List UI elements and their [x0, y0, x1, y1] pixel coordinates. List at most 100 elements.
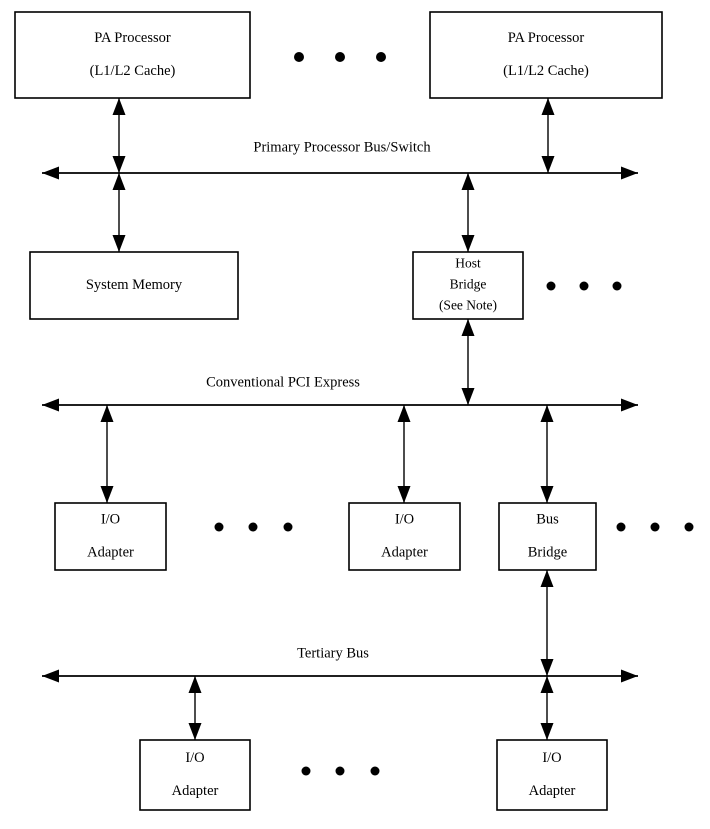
- arrow-head-down: [188, 723, 202, 740]
- host-bridge-label-2: (See Note): [439, 298, 497, 313]
- arrow-head-up: [540, 676, 554, 693]
- arrow-head-up: [112, 173, 126, 190]
- conn-pa-right-to-primary-bus: [541, 98, 555, 173]
- arrow-head-right: [621, 166, 638, 180]
- arrow-head-up: [541, 98, 555, 115]
- conn-tertiary-bus-to-io-adapter-1: [188, 676, 202, 740]
- tertiary-bus-label: Tertiary Bus: [297, 645, 369, 661]
- io-adapter-pci-2-label-1: Adapter: [381, 544, 428, 560]
- arrow-head-down: [540, 723, 554, 740]
- io-adapter-tertiary-2-label-0: I/O: [542, 750, 561, 766]
- arrow-head-down: [461, 235, 475, 252]
- arrow-head-left: [42, 398, 59, 412]
- io-adapter-tertiary-2-label-1: Adapter: [529, 783, 576, 799]
- arrow-head-down: [100, 486, 114, 503]
- ellipsis-tertiary-adapters-dot-2: [370, 766, 380, 776]
- ellipsis-processors-dot-0: [294, 52, 304, 62]
- ellipsis-bus-bridges-dot-0: [616, 522, 626, 532]
- conn-pci-bus-to-io-adapter-2: [397, 405, 411, 503]
- pa-processor-left[interactable]: PA Processor (L1/L2 Cache): [14, 11, 251, 99]
- arrow-head-left: [42, 166, 59, 180]
- conn-bus-bridge-to-tertiary-bus: [540, 570, 554, 676]
- arrow-head-right: [621, 398, 638, 412]
- io-adapter-pci-1-label-0: I/O: [101, 511, 120, 527]
- io-adapter-pci-2-box[interactable]: [348, 502, 461, 571]
- arrow-head-down: [541, 156, 555, 173]
- host-bridge-label-0: Host: [455, 256, 481, 271]
- pa-processor-left-box[interactable]: [14, 11, 251, 99]
- arrow-head-up: [540, 405, 554, 422]
- arrow-head-down: [540, 486, 554, 503]
- ellipsis-processors: [294, 52, 386, 62]
- arrow-head-up: [461, 173, 475, 190]
- io-adapter-pci-1-label-1: Adapter: [87, 544, 134, 560]
- arrow-head-down: [461, 388, 475, 405]
- io-adapter-tertiary-2[interactable]: I/O Adapter: [496, 739, 608, 811]
- host-bridge-label-1: Bridge: [450, 277, 487, 292]
- io-adapter-tertiary-1-label-0: I/O: [185, 750, 204, 766]
- bus-label-layer: Primary Processor Bus/SwitchConventional…: [206, 139, 431, 661]
- bus-bridge-label-0: Bus: [536, 511, 559, 527]
- bus-bridge-label-1: Bridge: [528, 544, 567, 560]
- arrow-head-up: [397, 405, 411, 422]
- pa-processor-right[interactable]: PA Processor (L1/L2 Cache): [429, 11, 663, 99]
- conn-primary-bus-to-system-memory: [112, 173, 126, 252]
- system-memory[interactable]: System Memory: [29, 251, 239, 320]
- pa-processor-left-label-1: (L1/L2 Cache): [90, 63, 176, 79]
- arrow-head-up: [100, 405, 114, 422]
- ellipsis-pci-adapters-dot-0: [214, 522, 224, 532]
- io-adapter-tertiary-1-box[interactable]: [139, 739, 251, 811]
- io-adapter-pci-2-label-0: I/O: [395, 511, 414, 527]
- ellipsis-host-bridges-dot-2: [612, 281, 622, 291]
- conn-pa-left-to-primary-bus: [112, 98, 126, 173]
- pa-processor-right-label-0: PA Processor: [508, 30, 585, 46]
- bus-bridge-box[interactable]: [498, 502, 597, 571]
- system-memory-box[interactable]: [29, 251, 239, 320]
- system-memory-label-0: System Memory: [86, 277, 183, 293]
- ellipsis-bus-bridges-dot-2: [684, 522, 694, 532]
- ellipsis-host-bridges: [546, 281, 622, 291]
- io-adapter-tertiary-1-label-1: Adapter: [172, 783, 219, 799]
- ellipsis-tertiary-adapters-dot-0: [301, 766, 311, 776]
- io-adapter-pci-2[interactable]: I/O Adapter: [348, 502, 461, 571]
- pa-processor-right-box[interactable]: [429, 11, 663, 99]
- ellipsis-pci-adapters-dot-2: [283, 522, 293, 532]
- bus-layer: [42, 166, 638, 683]
- ellipsis-processors-dot-2: [376, 52, 386, 62]
- arrow-head-right: [621, 669, 638, 683]
- conn-host-bridge-to-pci-bus: [461, 319, 475, 405]
- ellipsis-layer: [214, 52, 694, 776]
- ellipsis-tertiary-adapters-dot-1: [335, 766, 345, 776]
- pa-processor-left-label-0: PA Processor: [94, 30, 171, 46]
- arrow-head-down: [397, 486, 411, 503]
- ellipsis-bus-bridges-dot-1: [650, 522, 660, 532]
- arrow-head-up: [188, 676, 202, 693]
- io-adapter-tertiary-2-box[interactable]: [496, 739, 608, 811]
- arrow-head-up: [461, 319, 475, 336]
- arrow-head-up: [112, 98, 126, 115]
- host-bridge-box[interactable]: [412, 251, 524, 320]
- arrow-head-left: [42, 669, 59, 683]
- io-adapter-pci-1-box[interactable]: [54, 502, 167, 571]
- primary-processor-bus-label: Primary Processor Bus/Switch: [253, 139, 431, 155]
- ellipsis-host-bridges-dot-1: [579, 281, 589, 291]
- arrow-head-down: [112, 235, 126, 252]
- io-adapter-pci-1[interactable]: I/O Adapter: [54, 502, 167, 571]
- ellipsis-pci-adapters-dot-1: [248, 522, 258, 532]
- ellipsis-pci-adapters: [214, 522, 293, 532]
- conn-pci-bus-to-bus-bridge: [540, 405, 554, 503]
- connector-layer: [100, 98, 555, 740]
- tertiary-bus: [42, 669, 638, 683]
- ellipsis-processors-dot-1: [335, 52, 345, 62]
- arrow-head-down: [112, 156, 126, 173]
- node-layer: PA Processor (L1/L2 Cache) PA Processor (L1…: [14, 11, 663, 811]
- primary-processor-bus: [42, 166, 638, 180]
- io-adapter-tertiary-1[interactable]: I/O Adapter: [139, 739, 251, 811]
- pa-processor-right-label-1: (L1/L2 Cache): [503, 63, 589, 79]
- ellipsis-bus-bridges: [616, 522, 694, 532]
- arrow-head-up: [540, 570, 554, 587]
